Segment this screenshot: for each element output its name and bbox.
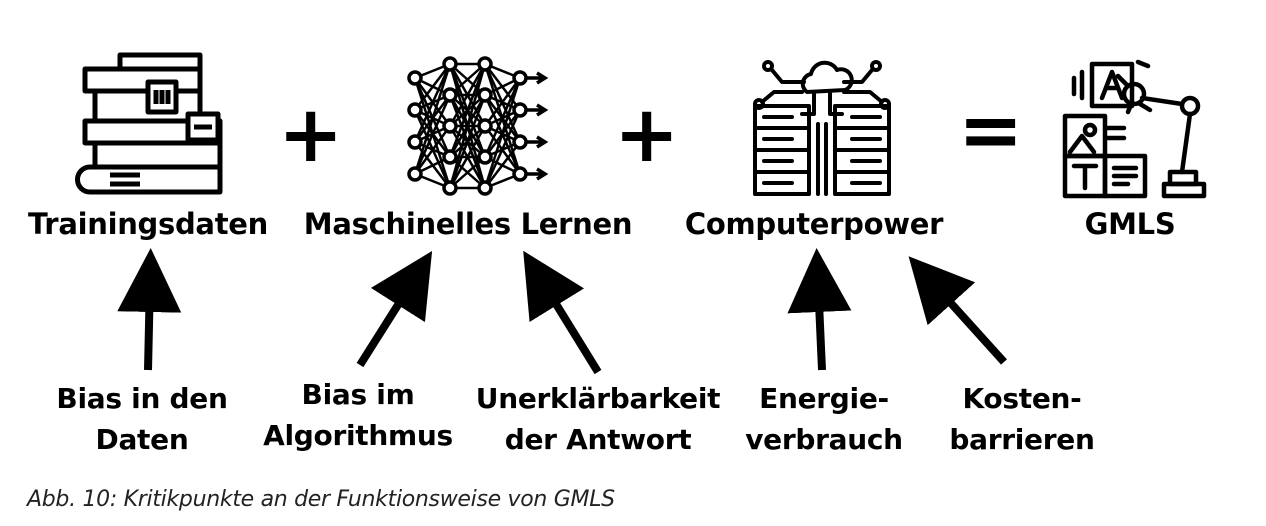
books-icon [75,52,223,195]
critique-bias-algorithmus: Bias im Algorithmus [263,374,453,456]
plus-operator-2: + [614,90,680,180]
critique-line: Bias in den [56,382,228,415]
critique-line: der Antwort [504,423,692,456]
critique-line: barrieren [949,423,1095,456]
critique-line: Daten [95,423,189,456]
term-maschinelles-lernen: Maschinelles Lernen [303,207,633,241]
figure-caption: Abb. 10: Kritikpunkte an der Funktionswe… [27,487,615,512]
critique-line: Energie- [759,382,889,415]
critique-energieverbrauch: Energie- verbrauch [745,378,903,460]
term-trainingsdaten: Trainingsdaten [28,207,268,241]
arrow-unerklaerbarkeit [523,250,602,375]
critique-line: Kosten- [962,382,1082,415]
term-computerpower: Computerpower [684,207,944,241]
critique-kostenbarrieren: Kosten- barrieren [949,378,1094,460]
term-gmls: GMLS [1084,207,1176,241]
critique-line: verbrauch [745,423,903,456]
critique-bias-daten: Bias in den Daten [56,378,228,460]
server-cloud-icon [753,60,891,196]
arrow-bias-daten [117,248,182,371]
equals-operator: = [958,86,1024,176]
critique-line: Algorithmus [263,419,453,452]
critique-line: Unerklärbarkeit [475,382,721,415]
arrow-energieverbrauch [787,248,852,371]
generative-content-robot-icon [1062,59,1207,199]
neural-network-icon [407,56,549,196]
plus-operator-1: + [278,90,344,180]
critique-line: Bias im [301,378,415,411]
arrow-bias-algorithmus [356,250,433,368]
critique-unerklaerbarkeit: Unerklärbarkeit der Antwort [475,378,721,460]
arrow-kostenbarrieren [908,256,1007,365]
